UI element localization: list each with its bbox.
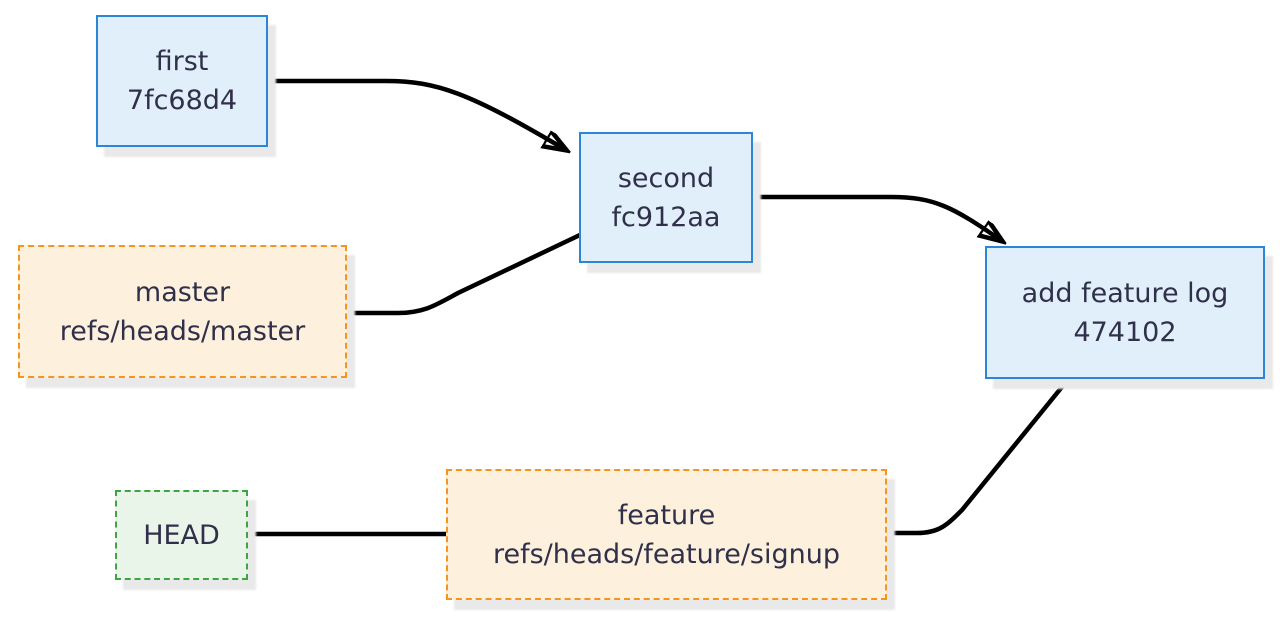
commit-first-hash: 7fc68d4 — [126, 85, 238, 116]
head-node: HEAD — [115, 490, 248, 580]
edge-feature-to-add-feature — [887, 380, 1068, 536]
commit-add-feature-hash: 474102 — [1073, 316, 1177, 348]
ref-master-path: refs/heads/master — [59, 315, 306, 347]
commit-add-feature-label: add feature log — [1021, 277, 1229, 309]
ref-master-label: master — [134, 276, 231, 308]
commit-node-add-feature-log: add feature log 474102 — [985, 246, 1265, 379]
commit-second-label: second — [617, 162, 715, 194]
edge-first-to-second — [268, 78, 566, 150]
ref-node-master: master refs/heads/master — [18, 245, 347, 378]
ref-node-feature: feature refs/heads/feature/signup — [446, 469, 887, 600]
commit-node-first: first 7fc68d4 — [96, 15, 268, 147]
commit-first-label: first — [155, 46, 209, 77]
head-label: HEAD — [143, 519, 220, 551]
edge-second-to-add-feature — [753, 194, 1002, 241]
commit-second-hash: fc912aa — [611, 201, 721, 233]
commit-node-second: second fc912aa — [579, 132, 753, 263]
ref-feature-label: feature — [617, 499, 716, 531]
edge-master-to-second — [347, 231, 583, 316]
ref-feature-path: refs/heads/feature/signup — [492, 538, 840, 570]
